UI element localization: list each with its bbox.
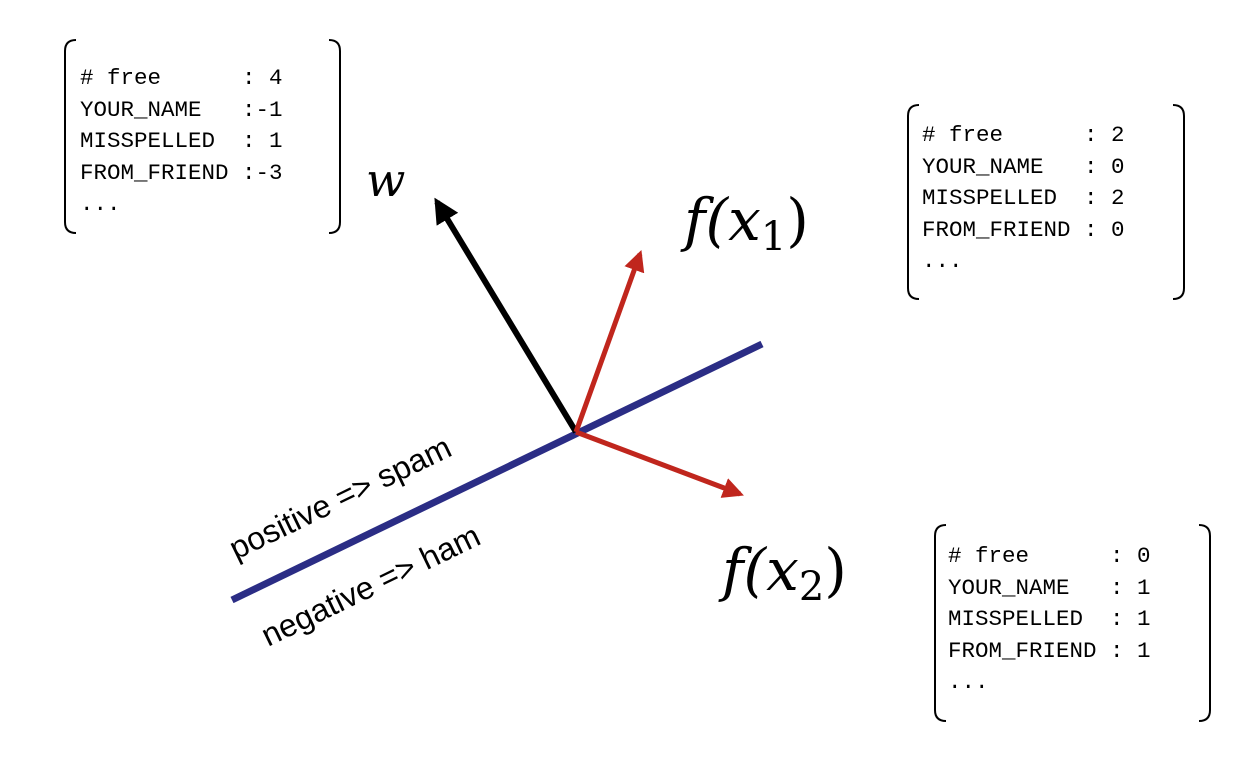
- feature-row: FROM_FRIEND : 1: [948, 638, 1151, 664]
- feature-name: YOUR_NAME: [922, 153, 1071, 180]
- weight-vector-arrow: [434, 197, 579, 434]
- feature-row: YOUR_NAME : 1: [948, 575, 1151, 601]
- feature-vector-x1-arrow: [573, 250, 645, 433]
- left-bracket: [64, 39, 77, 234]
- feature-name: FROM_FRIEND: [948, 637, 1097, 664]
- feature-value: : 0: [1096, 543, 1151, 569]
- ellipsis: ...: [922, 248, 963, 274]
- feature-name: MISSPELLED: [80, 128, 229, 154]
- left-bracket: [907, 104, 920, 300]
- feature-row: MISSPELLED : 2: [922, 185, 1125, 211]
- feature-name: # free: [948, 543, 1097, 569]
- feature-vector-x1-values: # free : 2 YOUR_NAME : 0 MISSPELLED : 2 …: [922, 120, 1125, 278]
- feature-x1-label: f(x1): [680, 186, 809, 260]
- right-bracket: [1172, 104, 1185, 300]
- feature-row: MISSPELLED : 1: [80, 128, 283, 154]
- feature-name: MISSPELLED: [948, 606, 1097, 632]
- feature-value: : 1: [1096, 574, 1151, 601]
- feature-value: : 1: [1096, 606, 1151, 632]
- feature-value: : 1: [1096, 637, 1151, 664]
- left-bracket: [934, 524, 947, 722]
- weight-vector-brackets: [64, 39, 341, 234]
- feature-vector-x2-brackets: [934, 524, 1211, 722]
- feature-name: FROM_FRIEND: [80, 159, 229, 186]
- decision-boundary-line: [230, 340, 764, 604]
- weight-vector-values: # free : 4 YOUR_NAME :-1 MISSPELLED : 1 …: [80, 63, 283, 221]
- weight-label: w: [366, 153, 405, 207]
- feature-value: :-1: [228, 96, 283, 123]
- feature-vector-x2-arrow: [575, 429, 744, 498]
- feature-row: FROM_FRIEND : 0: [922, 217, 1125, 243]
- feature-value: : 1: [228, 128, 283, 154]
- right-bracket: [328, 39, 341, 234]
- feature-value: : 0: [1070, 216, 1125, 243]
- feature-value: : 0: [1070, 153, 1125, 180]
- feature-vector-x2-values: # free : 0 YOUR_NAME : 1 MISSPELLED : 1 …: [948, 541, 1151, 699]
- feature-name: YOUR_NAME: [948, 574, 1097, 601]
- right-bracket: [1198, 524, 1211, 722]
- feature-value: :-3: [228, 159, 283, 186]
- feature-value: : 4: [228, 65, 283, 91]
- feature-row: FROM_FRIEND :-3: [80, 160, 283, 186]
- feature-name: # free: [922, 122, 1071, 148]
- feature-name: FROM_FRIEND: [922, 216, 1071, 243]
- feature-x2-label: f(x2): [718, 536, 847, 610]
- feature-value: : 2: [1070, 122, 1125, 148]
- ellipsis: ...: [80, 191, 121, 217]
- feature-name: YOUR_NAME: [80, 96, 229, 123]
- feature-row: YOUR_NAME : 0: [922, 154, 1125, 180]
- feature-row: # free : 2: [922, 122, 1125, 148]
- feature-name: MISSPELLED: [922, 185, 1071, 211]
- feature-row: YOUR_NAME :-1: [80, 97, 283, 123]
- feature-value: : 2: [1070, 185, 1125, 211]
- feature-row: # free : 0: [948, 543, 1151, 569]
- feature-row: MISSPELLED : 1: [948, 606, 1151, 632]
- feature-name: # free: [80, 65, 229, 91]
- feature-row: # free : 4: [80, 65, 283, 91]
- feature-vector-x1-brackets: [907, 104, 1185, 300]
- ellipsis: ...: [948, 669, 989, 695]
